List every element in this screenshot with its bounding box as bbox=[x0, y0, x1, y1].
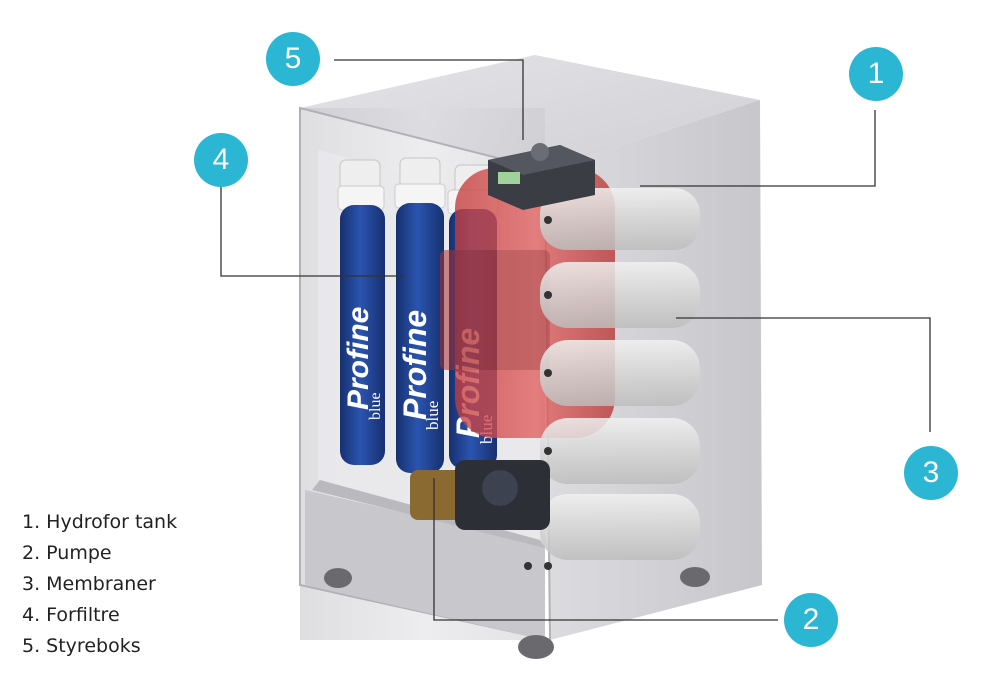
legend-item-control-box: 5. Styreboks bbox=[22, 635, 141, 657]
legend-item-prefilters: 4. Forfiltre bbox=[22, 604, 120, 626]
wheels bbox=[324, 567, 710, 659]
callout-3: 3 bbox=[904, 446, 958, 500]
callout-4: 4 bbox=[194, 133, 248, 187]
membrane-4 bbox=[540, 418, 700, 484]
membranes bbox=[524, 188, 700, 570]
membrane-5 bbox=[524, 494, 700, 570]
leader-line-2 bbox=[433, 478, 778, 621]
membrane-1 bbox=[540, 188, 700, 250]
callout-5: 5 bbox=[266, 32, 320, 86]
callout-1: 1 bbox=[849, 47, 903, 101]
pump bbox=[410, 460, 550, 530]
membrane-2 bbox=[540, 262, 700, 328]
legend-item-hydrofor-tank: 1. Hydrofor tank bbox=[22, 511, 178, 533]
filter-1-brand: Profine bbox=[342, 307, 375, 410]
membrane-3 bbox=[540, 340, 700, 406]
callout-2: 2 bbox=[784, 593, 838, 647]
prefilter-2 bbox=[394, 157, 446, 473]
legend-item-membranes: 3. Membraner bbox=[22, 573, 156, 595]
leader-lines bbox=[220, 59, 931, 621]
leader-line-4 bbox=[220, 186, 404, 277]
control-box bbox=[488, 143, 595, 210]
leader-line-1 bbox=[640, 110, 876, 187]
legend-item-pump: 2. Pumpe bbox=[22, 542, 112, 564]
leader-line-3 bbox=[676, 317, 931, 432]
filter-2-sub: blue bbox=[423, 401, 442, 430]
prefilter-1 bbox=[337, 159, 385, 465]
filter-2-brand: Profine bbox=[397, 310, 433, 420]
filter-1-sub: blue bbox=[367, 392, 384, 420]
legend: 1. Hydrofor tank 2. Pumpe 3. Membraner 4… bbox=[22, 507, 177, 662]
leader-line-5 bbox=[334, 59, 524, 140]
